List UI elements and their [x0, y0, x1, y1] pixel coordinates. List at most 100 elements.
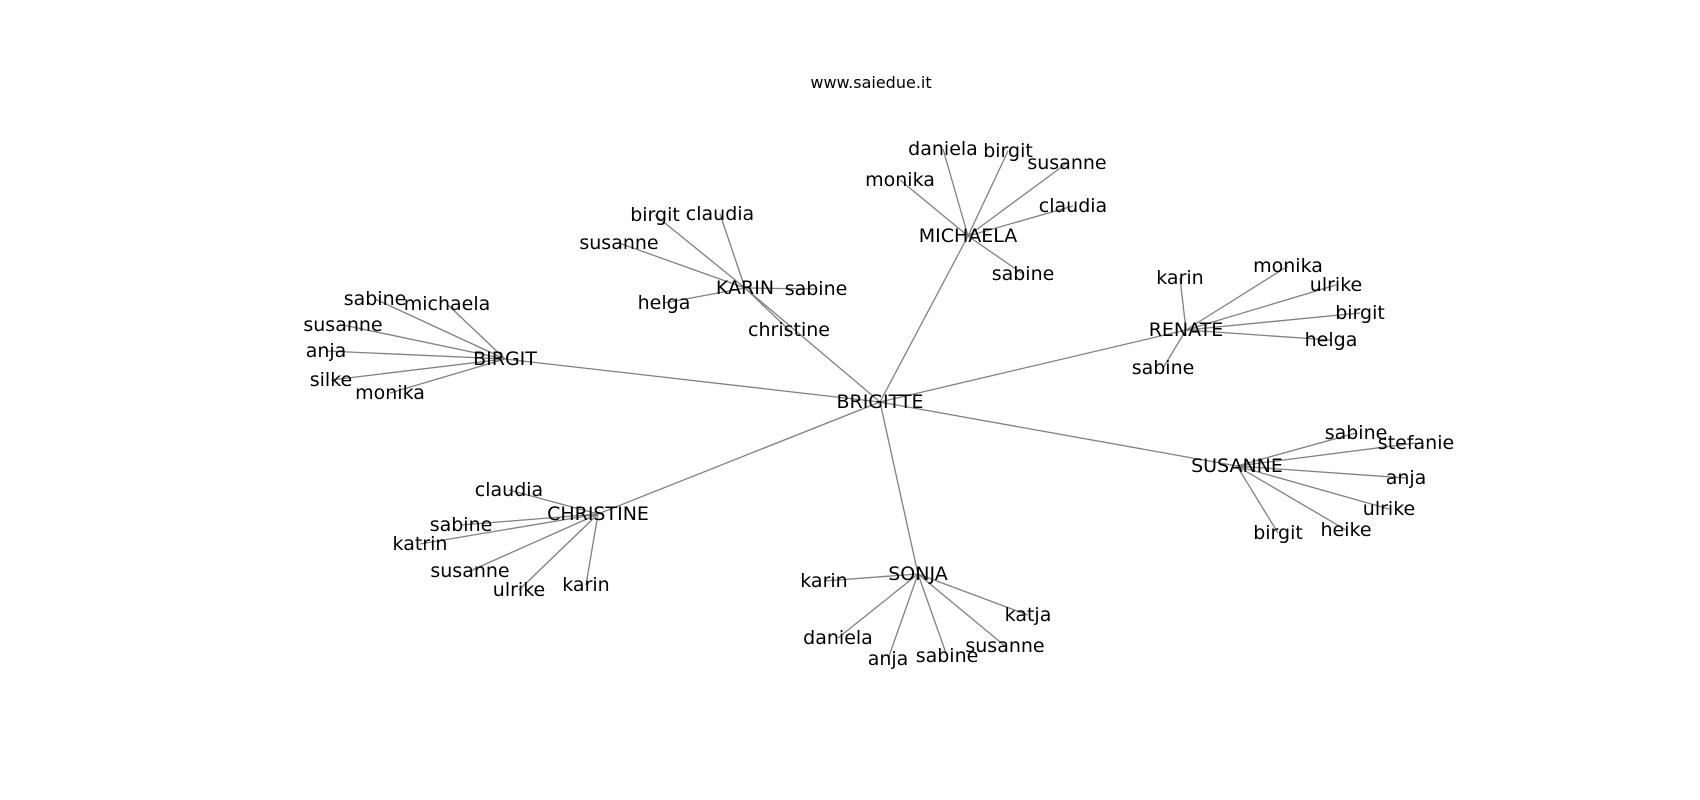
edge-center-renate [879, 329, 1187, 403]
edge-christine-karin [585, 513, 599, 586]
edge-susanne-anja [1236, 465, 1407, 479]
edge-michaela-sabine [967, 235, 1024, 275]
edge-christine-susanne [469, 513, 599, 572]
hub-node-label: SUSANNE [1191, 455, 1283, 477]
leaf-node-label: katja [1005, 604, 1052, 626]
site-caption: www.saiedue.it [810, 73, 931, 92]
edge-sonja-karin [823, 573, 919, 582]
leaf-node-label: susanne [303, 314, 382, 336]
leaf-node-label: susanne [430, 560, 509, 582]
leaf-node-label: susanne [1027, 152, 1106, 174]
edge-renate-helga [1185, 329, 1332, 341]
edge-susanne-ulrike [1236, 465, 1390, 510]
leaf-node-label: claudia [475, 479, 543, 501]
edge-center-susanne [879, 401, 1238, 467]
edge-karin-sabine [744, 287, 817, 290]
edge-center-sonja [879, 401, 919, 575]
edge-sonja-anja [887, 573, 919, 660]
edge-sonja-sabine [917, 573, 948, 657]
edge-susanne-stefanie [1236, 442, 1417, 467]
leaf-node-label: michaela [404, 293, 491, 315]
leaf-node-label: birgit [983, 140, 1033, 162]
edge-karin-birgit [654, 214, 746, 289]
hub-node-label: KARIN [716, 277, 774, 299]
leaf-node-label: birgit [1335, 302, 1385, 324]
edge-michaela-birgit [967, 150, 1009, 237]
leaf-node-label: susanne [965, 635, 1044, 657]
edge-michaela-monika [899, 179, 969, 237]
leaf-node-label: ulrike [493, 579, 545, 601]
leaf-node-label: birgit [630, 204, 680, 226]
leaf-node-label: sabine [430, 514, 493, 536]
edge-birgit-silke [330, 358, 506, 381]
leaf-node-label: sabine [785, 278, 848, 300]
edge-michaela-daniela [942, 148, 969, 237]
edge-birgit-monika [389, 358, 506, 394]
edge-christine-claudia [508, 489, 599, 515]
edge-sonja-susanne [917, 573, 1006, 647]
hub-node-label: CHRISTINE [547, 503, 649, 525]
edge-birgit-susanne [342, 324, 506, 360]
leaf-node-label: karin [800, 570, 847, 592]
leaf-node-label: sabine [1132, 357, 1195, 379]
edge-karin-helga [663, 287, 746, 304]
edge-susanne-birgit [1236, 465, 1279, 534]
edge-birgit-sabine [374, 298, 506, 360]
leaf-node-label: monika [865, 169, 935, 191]
leaf-node-label: birgit [1253, 522, 1303, 544]
edge-center-karin [744, 287, 881, 403]
leaf-node-label: daniela [803, 627, 873, 649]
edge-christine-katrin [419, 513, 599, 545]
edge-center-christine [597, 401, 881, 515]
leaf-node-label: ulrike [1310, 274, 1362, 296]
leaf-node-label: anja [1386, 467, 1427, 489]
leaf-node-label: anja [868, 648, 909, 670]
leaf-node-label: ulrike [1363, 498, 1415, 520]
leaf-node-label: claudia [686, 203, 754, 225]
leaf-node-label: helga [1305, 329, 1358, 351]
leaf-node-label: silke [310, 369, 352, 391]
hub-node-label: RENATE [1149, 319, 1224, 341]
edge-center-birgit [504, 358, 881, 403]
leaf-node-label: helga [638, 292, 691, 314]
center-node-label: BRIGITTE [836, 391, 923, 413]
edge-karin-claudia [719, 213, 746, 289]
edge-renate-monika [1185, 265, 1289, 331]
leaf-node-label: heike [1320, 519, 1371, 541]
hub-node-label: MICHAELA [919, 225, 1018, 247]
edge-birgit-michaela [446, 303, 506, 360]
leaf-node-label: monika [1253, 255, 1323, 277]
edge-sonja-daniela [837, 573, 919, 639]
edge-center-michaela [879, 235, 969, 403]
graph-edges [325, 148, 1417, 660]
edge-renate-karin [1179, 277, 1187, 331]
leaf-node-label: sabine [916, 645, 979, 667]
leaf-node-label: karin [562, 574, 609, 596]
edge-michaela-claudia [967, 205, 1074, 237]
edge-renate-birgit [1185, 312, 1361, 331]
edge-christine-sabine [460, 513, 599, 526]
edge-susanne-sabine [1236, 432, 1357, 467]
edge-karin-susanne [618, 242, 746, 289]
edge-susanne-heike [1236, 465, 1347, 531]
hub-node-label: BIRGIT [473, 348, 537, 370]
leaf-node-label: anja [306, 340, 347, 362]
edge-birgit-anja [325, 350, 506, 360]
leaf-node-label: sabine [344, 288, 407, 310]
leaf-node-label: karin [1156, 267, 1203, 289]
leaf-node-label: daniela [908, 138, 978, 160]
edge-renate-sabine [1162, 329, 1187, 369]
edge-renate-ulrike [1185, 284, 1337, 331]
edge-sonja-katja [917, 573, 1029, 616]
edge-michaela-susanne [967, 162, 1068, 237]
leaf-node-label: stefanie [1378, 432, 1454, 454]
leaf-node-label: katrin [393, 533, 448, 555]
edge-christine-ulrike [518, 513, 599, 591]
leaf-node-label: claudia [1039, 195, 1107, 217]
graph-labels: BRIGITTEBIRGITsabinemichaelasusanneanjas… [303, 138, 1454, 670]
leaf-node-label: christine [748, 319, 830, 341]
leaf-node-label: susanne [579, 232, 658, 254]
edge-karin-christine [744, 287, 790, 331]
hub-node-label: SONJA [888, 563, 948, 585]
